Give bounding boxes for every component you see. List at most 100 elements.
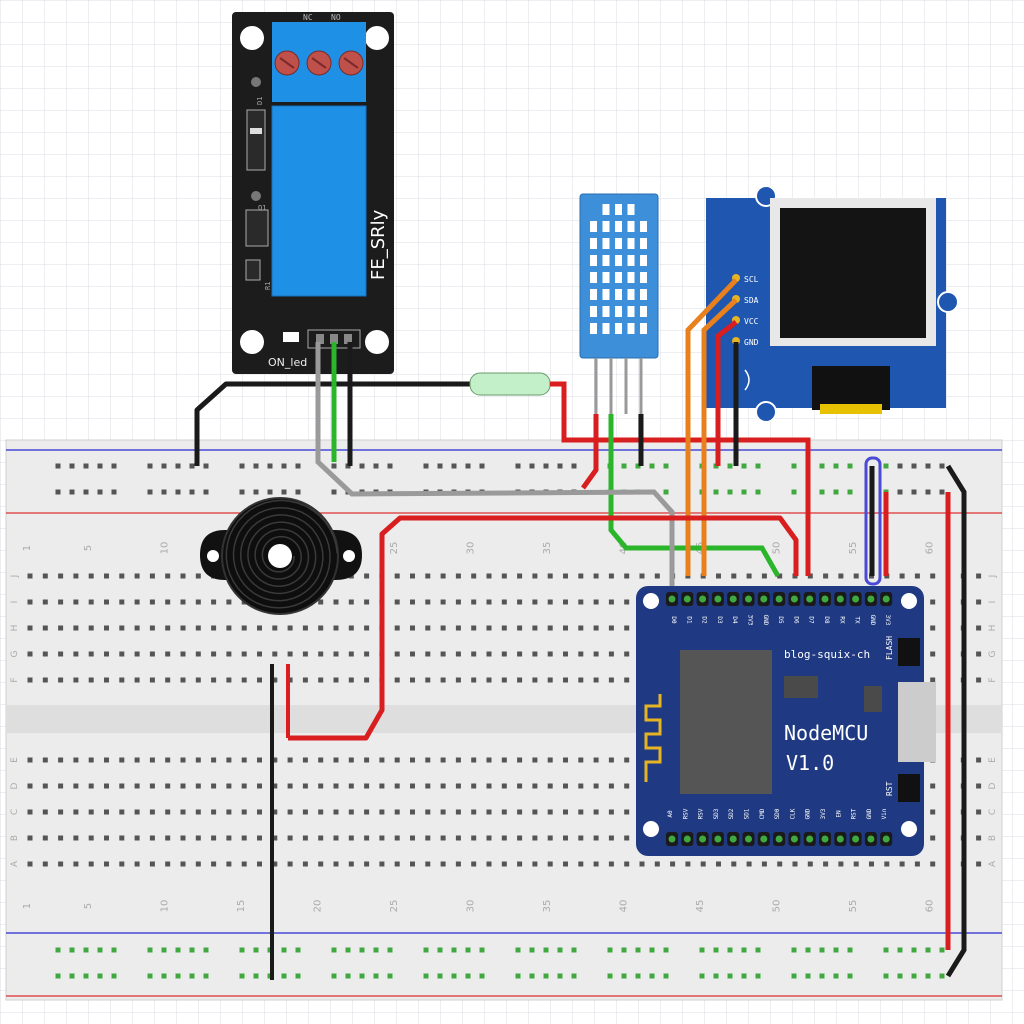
row-letter: J bbox=[988, 575, 998, 579]
wires bbox=[194, 278, 967, 980]
column-number: 25 bbox=[389, 900, 400, 913]
column-number: 20 bbox=[313, 900, 324, 913]
pin-label: A0 bbox=[667, 810, 674, 818]
wire-black-rail-jumper bbox=[945, 464, 967, 978]
row-letter: F bbox=[10, 677, 20, 682]
pin-label: SD2 bbox=[728, 808, 735, 819]
pin-label: TX bbox=[854, 616, 861, 624]
row-letter: B bbox=[10, 835, 20, 841]
board-title: NodeMCU bbox=[784, 721, 868, 745]
relay-name: FE_SRly bbox=[368, 209, 389, 280]
pin-label: GND bbox=[869, 615, 876, 626]
relay-module: NC NO FE_SRly Q1 R1 D1 ON_led bbox=[232, 12, 394, 374]
pin-label: CLK bbox=[789, 808, 796, 819]
pin-label: D8 bbox=[823, 616, 830, 624]
wire-red-reed bbox=[550, 381, 811, 576]
row-letter: G bbox=[10, 650, 20, 657]
relay-nc-label: NC bbox=[303, 13, 313, 22]
relay-coil-body bbox=[271, 105, 367, 297]
pin-label: 3V3 bbox=[884, 615, 891, 626]
pin-label: Vin bbox=[881, 808, 888, 819]
pin-label: D2 bbox=[701, 616, 708, 624]
board-site-label: blog-squix-ch bbox=[784, 648, 870, 661]
column-number: 5 bbox=[83, 545, 94, 551]
board-version: V1.0 bbox=[786, 751, 834, 775]
reset-button[interactable] bbox=[898, 774, 920, 802]
relay-r-label: R1 bbox=[264, 282, 272, 290]
row-letter: G bbox=[988, 650, 998, 657]
flash-button[interactable] bbox=[898, 638, 920, 666]
rst-label: RST bbox=[885, 781, 894, 796]
column-number: 45 bbox=[695, 900, 706, 913]
pin-label: GND bbox=[866, 808, 873, 819]
pin-label: GND bbox=[762, 615, 769, 626]
column-number: 35 bbox=[542, 900, 553, 913]
row-letter: C bbox=[988, 809, 998, 815]
pin-label: CMD bbox=[759, 808, 766, 819]
pin-label: D3 bbox=[716, 616, 723, 624]
column-number: 55 bbox=[848, 542, 859, 555]
column-number: 5 bbox=[83, 903, 94, 909]
pin-label: RSV bbox=[682, 808, 689, 819]
relay-no-label: NO bbox=[331, 13, 341, 22]
oled-pin-label: SDA bbox=[744, 296, 759, 305]
pin-label: 3V3 bbox=[747, 615, 754, 626]
row-letter: I bbox=[10, 601, 20, 604]
row-letter: A bbox=[10, 860, 20, 867]
column-number: 60 bbox=[925, 542, 936, 555]
row-letter: I bbox=[988, 601, 998, 604]
wire-red-buzzer bbox=[288, 515, 799, 741]
dht11-sensor bbox=[579, 193, 659, 414]
pin-label: D1 bbox=[685, 616, 692, 624]
column-number: 15 bbox=[236, 900, 247, 913]
row-letter: F bbox=[988, 677, 998, 682]
wire-red-dht-vcc bbox=[580, 414, 599, 490]
reed-switch bbox=[469, 372, 551, 396]
row-letter: E bbox=[10, 757, 20, 763]
pin-label: D6 bbox=[792, 616, 799, 624]
wire-orange-sda bbox=[701, 298, 738, 576]
column-number: 1 bbox=[22, 545, 33, 551]
wire-red-oled-vcc bbox=[715, 320, 738, 466]
row-letter: D bbox=[10, 782, 20, 789]
column-number: 55 bbox=[848, 900, 859, 913]
antenna-trace bbox=[644, 694, 662, 782]
pin-label: RST bbox=[851, 808, 858, 819]
row-letter: B bbox=[988, 835, 998, 841]
flash-label: FLASH bbox=[885, 636, 894, 660]
pin-label: SD1 bbox=[744, 808, 751, 819]
pin-label: D0 bbox=[670, 616, 677, 624]
row-letter: C bbox=[10, 809, 20, 815]
relay-led-label: ON_led bbox=[268, 356, 307, 369]
piezo-buzzer bbox=[200, 497, 362, 615]
relay-led bbox=[283, 332, 299, 342]
oled-screen bbox=[780, 208, 926, 338]
column-number: 35 bbox=[542, 542, 553, 555]
row-letter: E bbox=[988, 757, 998, 763]
wire-gray-relay-signal bbox=[315, 342, 675, 600]
pin-label: 3V3 bbox=[820, 808, 827, 819]
pin-label: SD0 bbox=[774, 808, 781, 819]
pin-label: D7 bbox=[808, 616, 815, 624]
column-number: 30 bbox=[466, 542, 477, 555]
wire-orange-scl bbox=[685, 278, 738, 576]
column-number: 40 bbox=[619, 900, 630, 913]
pin-label: GND bbox=[805, 808, 812, 819]
row-letter: J bbox=[10, 575, 20, 579]
column-number: 10 bbox=[160, 900, 171, 913]
pin-label: RSV bbox=[698, 808, 705, 819]
column-number: 50 bbox=[772, 542, 783, 555]
column-number: 10 bbox=[160, 542, 171, 555]
pin-label: D5 bbox=[777, 616, 784, 624]
relay-diode-label: D1 bbox=[256, 97, 264, 105]
row-letter: A bbox=[988, 860, 998, 867]
row-letter: H bbox=[988, 625, 998, 632]
nodemcu-board: FLASH RST blog-squix-ch NodeMCU V1.0 D0 D… bbox=[636, 586, 936, 856]
column-number: 50 bbox=[772, 900, 783, 913]
usb-port bbox=[898, 682, 936, 762]
